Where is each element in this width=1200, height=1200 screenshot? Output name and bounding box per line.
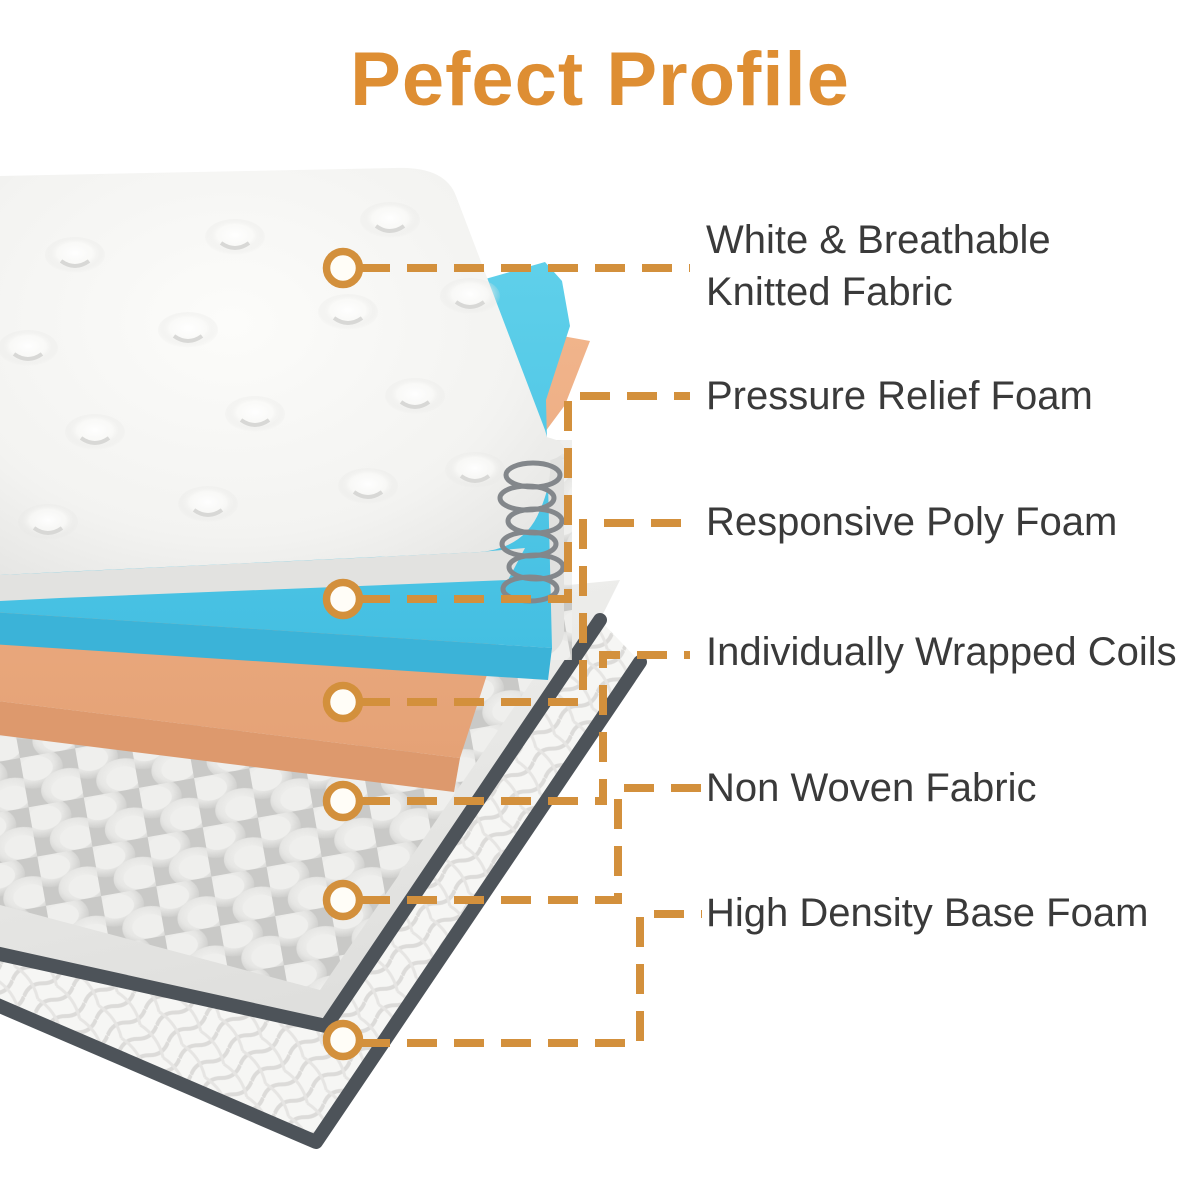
label-base-foam: High Density Base Foam (706, 891, 1149, 935)
label-non-woven-fabric: Non Woven Fabric (706, 766, 1037, 810)
tan-foam-layer-front (0, 701, 460, 792)
label-knitted-fabric: White & Breathable Knitted Fabric (706, 218, 1051, 314)
label-wrapped-coils: Individually Wrapped Coils (706, 630, 1177, 674)
base-tape-edge-bottom (0, 655, 647, 1149)
knitted-fabric-side (0, 548, 525, 601)
metal-spring-coil (497, 460, 566, 604)
callout-ring-marker (322, 780, 364, 822)
callout-ring-marker (322, 1019, 364, 1061)
label-responsive-poly-foam: Responsive Poly Foam (706, 500, 1118, 544)
callout-line-wrapped-coils (360, 651, 690, 805)
callout-lines (360, 264, 702, 1047)
blue-foam-layer-front (0, 612, 552, 680)
callout-ring-marker (322, 879, 364, 921)
callout-line-pressure-relief-foam (360, 392, 690, 603)
callout-ring-marker (322, 681, 364, 723)
knitted-fabric-top (0, 167, 551, 575)
fabric-dimples (0, 202, 505, 540)
callout-ring-marker (322, 578, 364, 620)
callout-line-base-foam (360, 910, 702, 1047)
callout-line-responsive-poly-foam (360, 519, 690, 706)
base-tape-edge-top (0, 613, 607, 1033)
callout-ring-marker (322, 247, 364, 289)
callout-markers (322, 247, 364, 1061)
page-title: Pefect Profile (350, 37, 850, 122)
label-pressure-relief-foam: Pressure Relief Foam (706, 374, 1093, 418)
base-quilted-side-face (0, 620, 640, 1142)
